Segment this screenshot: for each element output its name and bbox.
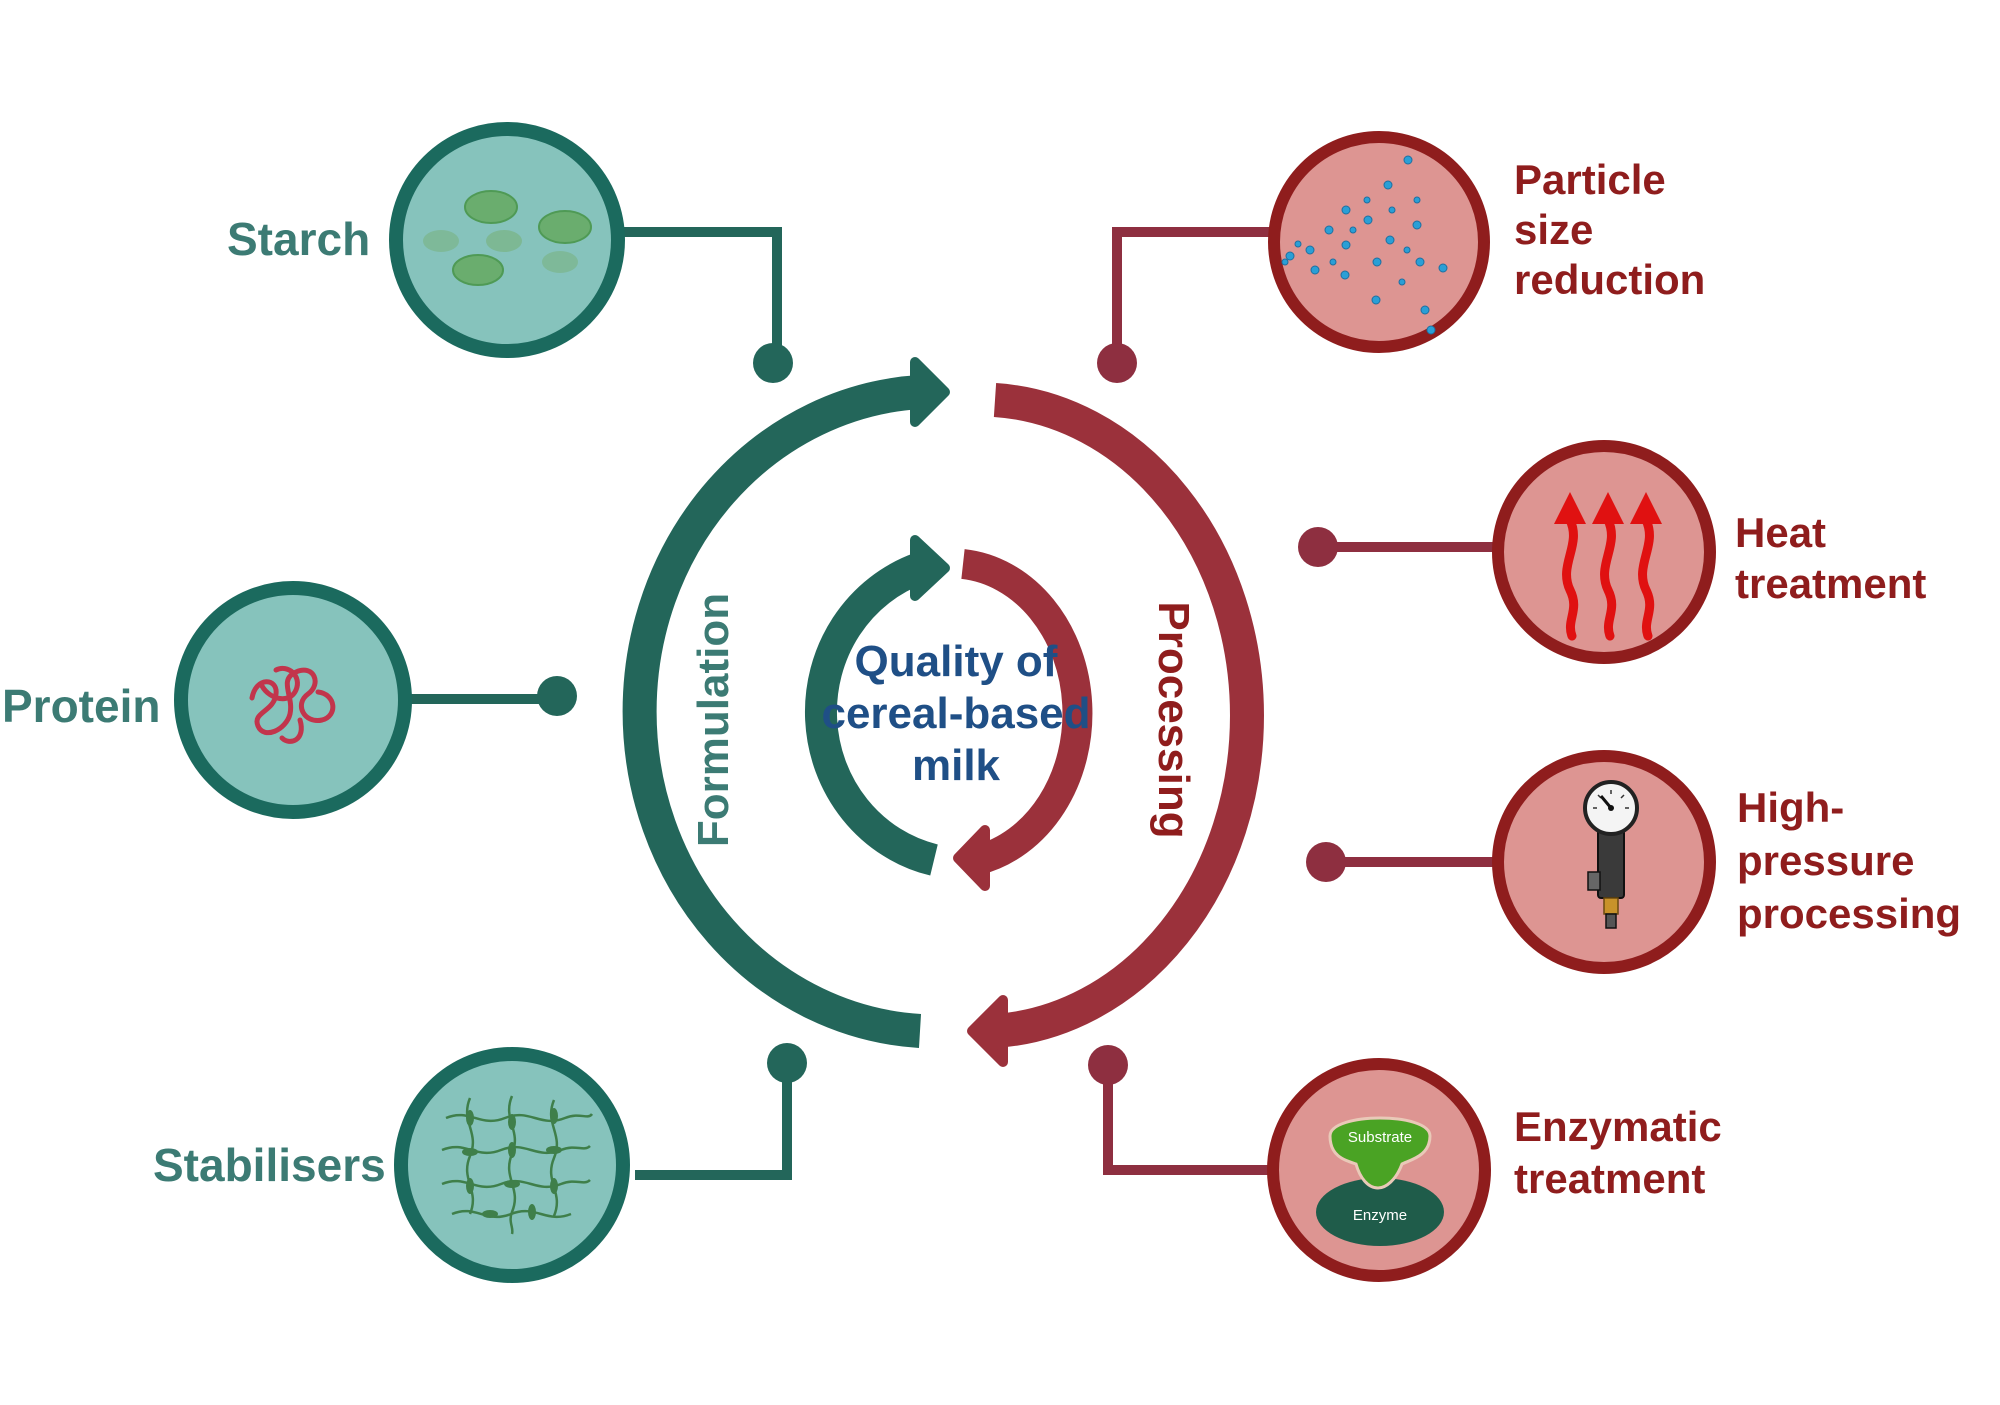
particles-icon [1281, 155, 1448, 335]
heat-node-circle [1492, 440, 1716, 664]
enzyme-substrate-label: Substrate [1348, 1129, 1412, 1146]
processing-outer-arrowhead [967, 995, 1008, 1067]
starch-label: Starch [227, 213, 370, 265]
stabilisers-connector-dot [767, 1043, 807, 1083]
hpp-label-line-1: High- [1737, 784, 1844, 831]
formulation-outer-arc [622, 375, 922, 1048]
center-title-line-3: milk [912, 741, 1001, 790]
particle-label: Particle size reduction [1514, 156, 1705, 303]
center-title: Quality of cereal-based milk [821, 637, 1090, 790]
starch-granules-icon [423, 190, 592, 286]
starch-node [389, 122, 625, 358]
enzymatic-label-line-1: Enzymatic [1514, 1103, 1722, 1150]
particle-label-line-1: Particle [1514, 156, 1666, 203]
enzymatic-connector [1103, 1065, 1275, 1175]
particle-connector-dot [1097, 343, 1137, 383]
pressure-gauge-icon [1583, 780, 1639, 929]
hpp-node [1492, 750, 1716, 974]
processing-inner-arc [961, 549, 1093, 875]
outer-cycle [622, 357, 1264, 1067]
enzyme-enzyme-label: Enzyme [1353, 1207, 1407, 1224]
enzyme-shape [1316, 1178, 1444, 1246]
particle-label-line-2: size [1514, 206, 1593, 253]
connector-dots [537, 343, 1346, 1085]
stabilisers-node-circle [394, 1047, 630, 1283]
polymer-crosslinks [462, 1108, 562, 1220]
hpp-label-line-2: pressure [1737, 837, 1914, 884]
heat-label-line-1: Heat [1735, 509, 1826, 556]
starch-connector-dot [753, 343, 793, 383]
processing-cycle-label: Processing [1149, 601, 1198, 838]
heat-label-line-2: treatment [1735, 560, 1926, 607]
protein-label: Protein [2, 680, 160, 732]
inner-cycle [804, 535, 1093, 891]
heat-node [1492, 440, 1716, 664]
particle-connector [1112, 227, 1272, 363]
particle-label-line-3: reduction [1514, 256, 1705, 303]
formulation-cycle-label: Formulation [689, 593, 738, 847]
enzymatic-label-line-2: treatment [1514, 1155, 1705, 1202]
starch-connector [616, 227, 782, 363]
stabilisers-node [394, 1047, 630, 1283]
particle-node [1268, 131, 1490, 353]
center-title-line-1: Quality of [855, 637, 1058, 686]
protein-node [174, 581, 412, 819]
heat-connector-dot [1298, 527, 1338, 567]
formulation-inner-arrowhead [910, 535, 950, 601]
processing-outer-arc [993, 383, 1264, 1048]
hpp-connector-dot [1306, 842, 1346, 882]
enzyme-substrate-icon: Substrate Enzyme [1316, 1116, 1444, 1246]
stabilisers-connector [635, 1063, 792, 1180]
center-title-line-2: cereal-based [821, 689, 1090, 738]
protein-connector-dot [537, 676, 577, 716]
stabilisers-label: Stabilisers [153, 1139, 386, 1191]
heat-arrows-icon [1554, 492, 1662, 641]
protein-coil-icon [249, 666, 336, 744]
processing-inner-arrowhead [953, 825, 990, 891]
formulation-outer-arrowhead [910, 357, 950, 427]
enzymatic-node: Substrate Enzyme [1267, 1058, 1491, 1282]
substrate-shape [1328, 1116, 1432, 1190]
connectors [405, 227, 1500, 1180]
formulation-inner-arc [804, 552, 938, 876]
protein-node-circle [174, 581, 412, 819]
particle-node-circle [1268, 131, 1490, 353]
enzymatic-connector-dot [1088, 1045, 1128, 1085]
hpp-label-line-3: processing [1737, 890, 1961, 937]
